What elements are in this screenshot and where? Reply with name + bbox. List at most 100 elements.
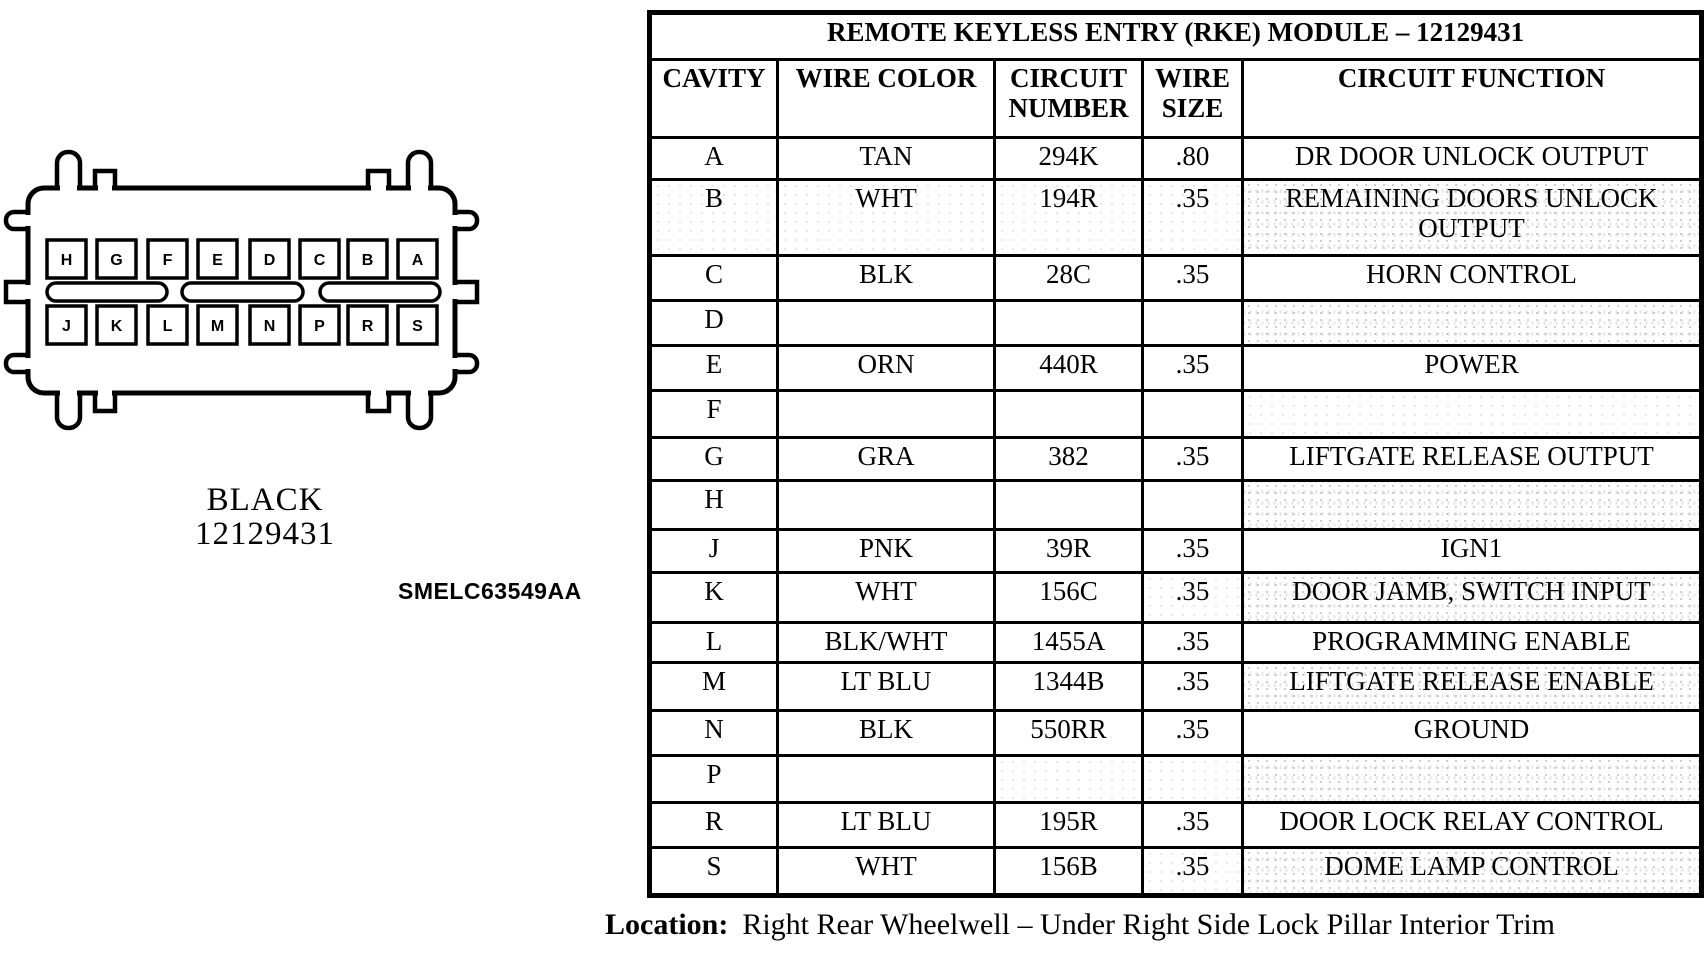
- cell-wire-size: .35: [1141, 436, 1244, 482]
- cell-wire-color: [776, 754, 996, 804]
- cell-circuit-function: DOOR LOCK RELAY CONTROL: [1240, 801, 1704, 849]
- cell-circuit-number: 382: [993, 436, 1144, 482]
- table-row: L BLK/WHT 1455A .35 PROGRAMMING ENABLE: [648, 621, 1704, 664]
- table-row: R LT BLU 195R .35 DOOR LOCK RELAY CONTRO…: [648, 801, 1704, 849]
- cell-wire-size: .35: [1141, 178, 1244, 257]
- cell-wire-size: .35: [1141, 571, 1244, 624]
- figure-code: SMELC63549AA: [398, 578, 582, 604]
- cell-circuit-number: 194R: [993, 178, 1144, 257]
- table-row: B WHT 194R .35 REMAINING DOORS UNLOCK OU…: [648, 178, 1704, 257]
- cell-wire-color: ORN: [776, 344, 996, 392]
- connector-diagram: H G F E D C B A J K L M N P R S: [3, 149, 480, 431]
- cell-wire-color: BLK: [776, 709, 996, 757]
- cell-circuit-function: HORN CONTROL: [1240, 254, 1704, 302]
- cell-cavity: N: [648, 709, 779, 757]
- table-row: K WHT 156C .35 DOOR JAMB, SWITCH INPUT: [648, 571, 1704, 624]
- cell-wire-color: [776, 299, 996, 347]
- cell-wire-color: TAN: [776, 136, 996, 181]
- connector-pin-label: L: [163, 318, 173, 335]
- connector-pin-label: F: [163, 252, 173, 269]
- cell-circuit-function: LIFTGATE RELEASE ENABLE: [1240, 661, 1704, 712]
- connector-pin: [248, 304, 291, 346]
- cell-cavity: C: [648, 254, 779, 302]
- connector-pin: [95, 238, 138, 280]
- connector-pin: [346, 304, 389, 346]
- cell-cavity: H: [648, 479, 779, 531]
- connector-slot: [180, 281, 305, 303]
- table-row: S WHT 156B .35 DOME LAMP CONTROL: [648, 846, 1704, 897]
- cell-cavity: E: [648, 344, 779, 392]
- table-row: P: [648, 754, 1704, 804]
- connector-pin: [196, 238, 239, 280]
- cell-circuit-number: 1455A: [993, 621, 1144, 664]
- cell-wire-color: BLK: [776, 254, 996, 302]
- cell-circuit-number: 1344B: [993, 661, 1144, 712]
- connector-pin-label: N: [264, 318, 276, 335]
- connector-pin-label: K: [111, 318, 123, 335]
- table-row: J PNK 39R .35 IGN1: [648, 528, 1704, 574]
- cell-circuit-number: 39R: [993, 528, 1144, 574]
- table-row: F: [648, 389, 1704, 439]
- cell-circuit-function: REMAINING DOORS UNLOCK OUTPUT: [1240, 178, 1704, 257]
- cell-cavity: G: [648, 436, 779, 482]
- cell-circuit-function: [1240, 479, 1704, 531]
- cell-wire-size: .35: [1141, 661, 1244, 712]
- connector-label: BLACK 12129431: [150, 483, 380, 551]
- connector-pin: [95, 304, 138, 346]
- table-row: C BLK 28C .35 HORN CONTROL: [648, 254, 1704, 302]
- cell-cavity: S: [648, 846, 779, 897]
- cell-wire-size: [1141, 299, 1244, 347]
- connector-pin: [346, 238, 389, 280]
- cell-wire-color: LT BLU: [776, 801, 996, 849]
- table-header-row: CAVITY WIRE COLOR CIRCUIT NUMBER WIRE SI…: [648, 58, 1704, 139]
- connector-slot: [318, 281, 442, 303]
- cell-wire-color: GRA: [776, 436, 996, 482]
- cell-circuit-number: [993, 479, 1144, 531]
- connector-pin: [298, 304, 341, 346]
- connector-color-label: BLACK: [206, 482, 324, 518]
- cell-circuit-function: DOME LAMP CONTROL: [1240, 846, 1704, 897]
- table-row: E ORN 440R .35 POWER: [648, 344, 1704, 392]
- cell-wire-color: BLK/WHT: [776, 621, 996, 664]
- cell-cavity: B: [648, 178, 779, 257]
- cell-circuit-function: DOOR JAMB, SWITCH INPUT: [1240, 571, 1704, 624]
- cell-circuit-number: 195R: [993, 801, 1144, 849]
- connector-pin: [396, 304, 439, 346]
- cell-circuit-function: [1240, 754, 1704, 804]
- connector-part-number: 12129431: [195, 516, 335, 552]
- cell-circuit-function: PROGRAMMING ENABLE: [1240, 621, 1704, 664]
- cell-wire-color: WHT: [776, 846, 996, 897]
- connector-pin-label: R: [362, 318, 374, 335]
- cell-cavity: J: [648, 528, 779, 574]
- cell-wire-size: .35: [1141, 621, 1244, 664]
- cell-cavity: D: [648, 299, 779, 347]
- col-header-circuit-number: CIRCUIT NUMBER: [993, 58, 1144, 139]
- table-row: N BLK 550RR .35 GROUND: [648, 709, 1704, 757]
- cell-circuit-number: [993, 389, 1144, 439]
- connector-pin-label: A: [412, 252, 424, 269]
- cell-wire-size: [1141, 754, 1244, 804]
- cell-circuit-function: LIFTGATE RELEASE OUTPUT: [1240, 436, 1704, 482]
- col-header-cavity: CAVITY: [648, 58, 779, 139]
- cell-wire-size: .80: [1141, 136, 1244, 181]
- connector-pin: [196, 304, 239, 346]
- cell-wire-size: .35: [1141, 344, 1244, 392]
- cell-circuit-function: [1240, 389, 1704, 439]
- connector-pin-label: B: [362, 252, 374, 269]
- cell-circuit-number: [993, 299, 1144, 347]
- cell-wire-color: LT BLU: [776, 661, 996, 712]
- location-text: Right Rear Wheelwell – Under Right Side …: [742, 908, 1555, 941]
- connector-pin: [396, 238, 439, 280]
- cell-wire-size: [1141, 389, 1244, 439]
- cell-cavity: K: [648, 571, 779, 624]
- cell-circuit-number: [993, 754, 1144, 804]
- cell-circuit-function: IGN1: [1240, 528, 1704, 574]
- connector-pin-label: M: [211, 318, 224, 335]
- table-row: H: [648, 479, 1704, 531]
- connector-pin: [146, 304, 189, 346]
- cell-wire-color: [776, 479, 996, 531]
- cell-circuit-function: DR DOOR UNLOCK OUTPUT: [1240, 136, 1704, 181]
- cell-wire-color: [776, 389, 996, 439]
- table-row: D: [648, 299, 1704, 347]
